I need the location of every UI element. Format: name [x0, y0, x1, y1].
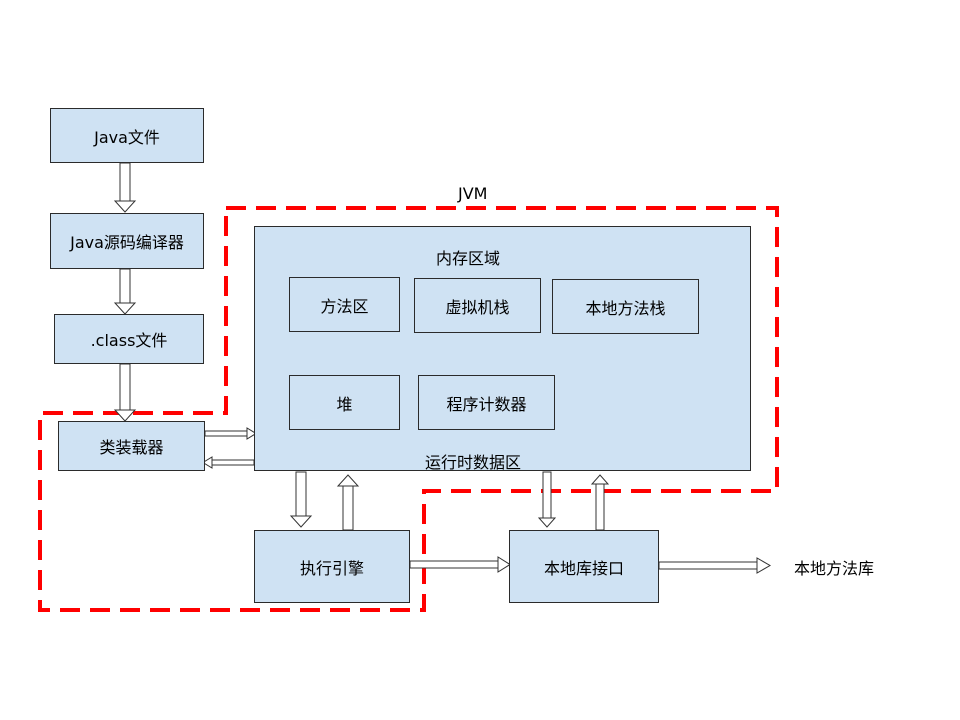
native-interface-box: 本地库接口	[509, 530, 659, 603]
heap-box: 堆	[289, 375, 400, 430]
program-counter-box: 程序计数器	[418, 375, 555, 430]
arrow-runtime-to-loader	[202, 456, 255, 469]
native-library-label: 本地方法库	[794, 559, 875, 578]
arrow-native-interface-to-runtime	[590, 474, 610, 531]
native-method-stack-box: 本地方法栈	[552, 279, 699, 334]
arrow-runtime-to-native-interface	[537, 471, 557, 528]
class-file-label: .class文件	[90, 331, 168, 350]
arrow-compiler-to-class	[113, 268, 137, 315]
native-interface-label: 本地库接口	[543, 558, 624, 578]
arrow-java-to-compiler	[113, 162, 137, 213]
method-area-box: 方法区	[289, 277, 400, 332]
vm-stack-label: 虚拟机栈	[445, 297, 510, 317]
java-file-label: Java文件	[94, 127, 160, 147]
method-area-label: 方法区	[320, 296, 369, 316]
arrow-runtime-to-engine	[289, 471, 313, 528]
arrow-native-interface-to-library	[658, 557, 772, 574]
vm-stack-box: 虚拟机栈	[414, 278, 541, 333]
execution-engine-box: 执行引擎	[254, 530, 410, 603]
class-file-box: .class文件	[54, 314, 204, 364]
memory-area-label: 内存区域	[436, 249, 501, 268]
jvm-label: JVM	[458, 184, 488, 203]
java-compiler-label: Java源码编译器	[70, 233, 184, 252]
class-loader-box: 类装载器	[58, 421, 205, 471]
program-counter-label: 程序计数器	[446, 394, 527, 414]
heap-label: 堆	[336, 394, 353, 414]
arrow-class-to-loader	[113, 363, 137, 422]
jvm-boundary-dashed	[38, 206, 779, 612]
execution-engine-label: 执行引擎	[299, 558, 364, 578]
arrow-engine-to-native-interface	[409, 556, 511, 573]
runtime-data-area-label: 运行时数据区	[425, 453, 522, 472]
java-compiler-box: Java源码编译器	[50, 213, 204, 269]
java-file-box: Java文件	[50, 108, 204, 163]
runtime-data-area-box	[254, 226, 751, 471]
arrow-engine-to-runtime	[336, 474, 360, 531]
native-method-stack-label: 本地方法栈	[585, 298, 666, 318]
class-loader-label: 类装载器	[99, 438, 164, 457]
arrow-loader-to-runtime	[204, 427, 257, 440]
